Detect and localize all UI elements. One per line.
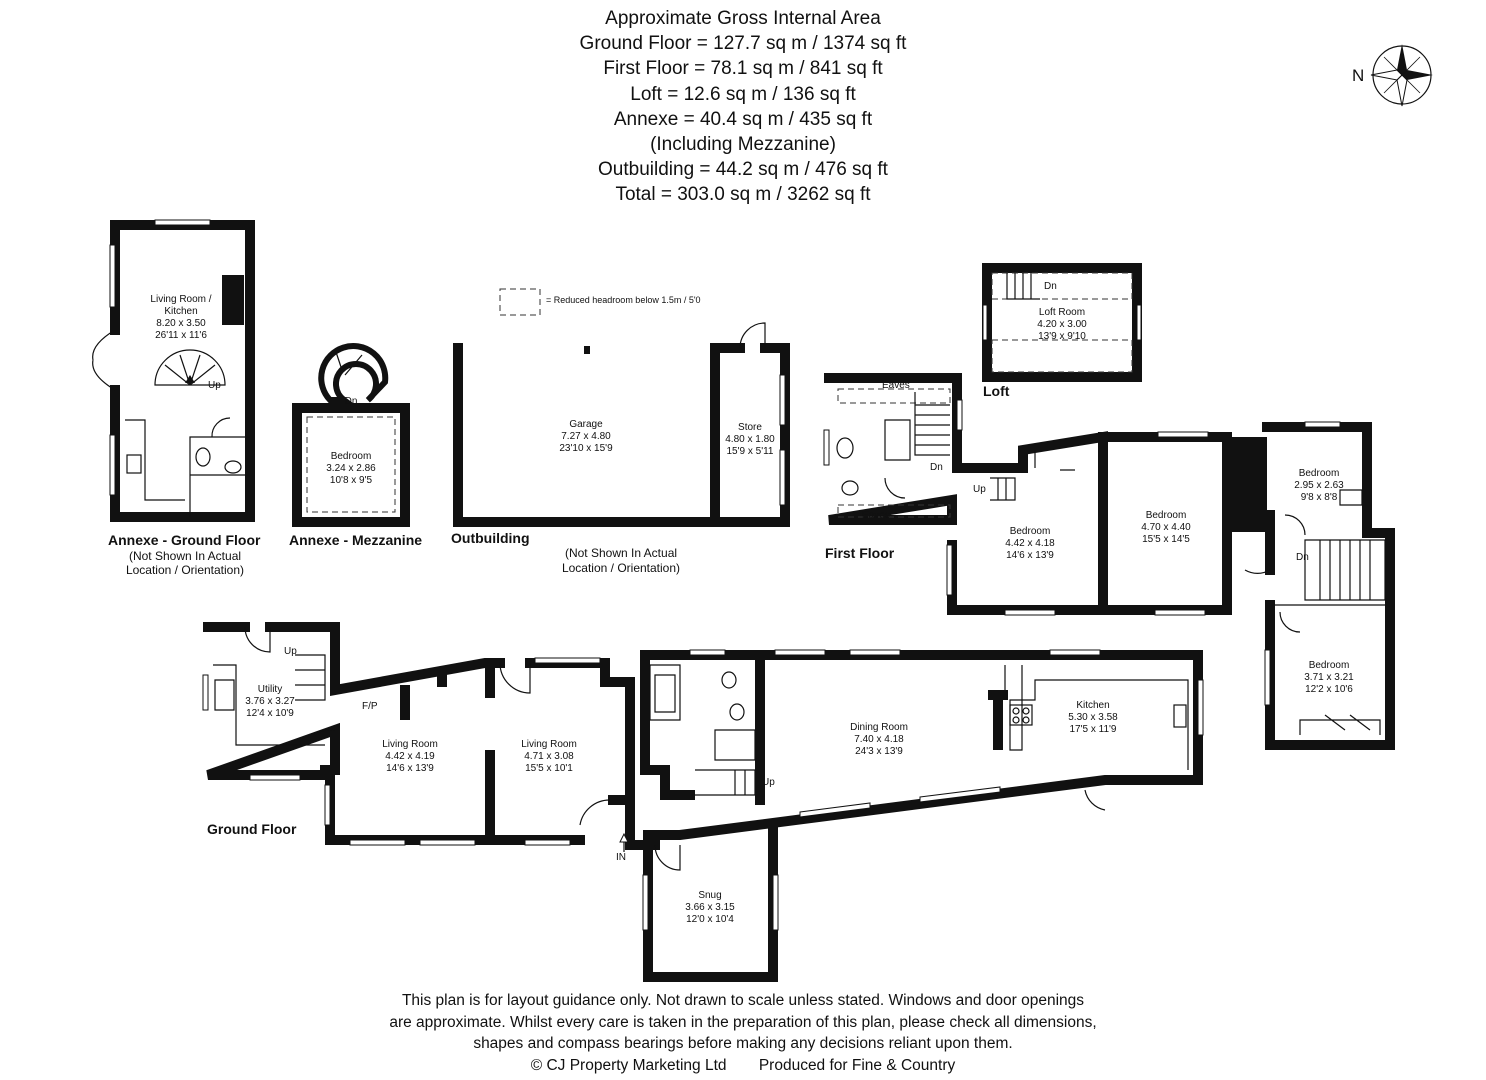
room-dimension-imperial: 12'0 x 10'4 [686,914,734,925]
room-label: Bedroom [1299,468,1340,479]
annexe-ground-floor: Living Room / Kitchen 8.20 x 3.50 26'11 … [92,219,261,577]
room-label: Garage [569,419,603,430]
room-dimension-metric: 4.80 x 1.80 [725,434,775,445]
area-loft: Loft = 12.6 sq m / 136 sq ft [630,83,856,105]
area-outbuilding: Outbuilding = 44.2 sq m / 476 sq ft [598,159,888,181]
room-label: Utility [258,684,282,695]
outbuilding-note: (Not Shown In Actual [565,546,677,560]
room-label: Living Room [382,739,438,750]
first-floor: Eaves Eaves Dn Up Bedroom 4.42 x 4.18 14… [823,373,1395,750]
room-label: Dining Room [850,722,908,733]
room-dimension-metric: 5.30 x 3.58 [1068,712,1118,723]
room-label: Bedroom [1309,660,1350,671]
stair-down-label: Dn [1044,281,1057,292]
annexe-mezzanine-title: Annexe - Mezzanine [289,532,422,548]
stair-down-label: Dn [345,396,358,407]
room-dimension-imperial: 12'4 x 10'9 [246,708,294,719]
stair-up-label: Up [284,646,297,657]
ground-floor-title: Ground Floor [207,821,297,837]
compass: N [1352,44,1433,107]
area-annexe-note: (Including Mezzanine) [650,134,836,156]
eaves-label: Eaves [882,380,910,391]
room-dimension-imperial: 15'9 x 5'11 [726,446,773,457]
room-dimension-imperial: 17'5 x 11'9 [1069,724,1116,735]
room-dimension-imperial: 26'11 x 11'6 [155,330,207,341]
room-label: Store [738,422,762,433]
room-dimension-metric: 4.42 x 4.19 [385,751,435,762]
room-dimension-metric: 3.76 x 3.27 [245,696,295,707]
stair-up-label: Up [208,380,221,391]
copyright-text: © CJ Property Marketing Ltd [530,1056,727,1074]
area-first-floor: First Floor = 78.1 sq m / 841 sq ft [603,58,883,80]
eaves-label: Eaves [862,510,890,521]
stair-down-label: Dn [1296,552,1309,563]
produced-for-text: Produced for Fine & Country [758,1056,956,1074]
room-dimension-metric: 3.71 x 3.21 [1304,672,1354,683]
annexe-ground-note: (Not Shown In Actual [129,549,241,563]
room-label: Kitchen [164,306,197,317]
room-dimension-imperial: 24'3 x 13'9 [855,746,903,757]
room-label: Bedroom [1146,510,1187,521]
room-dimension-imperial: 15'5 x 10'1 [525,763,573,774]
room-dimension-metric: 8.20 x 3.50 [156,318,206,329]
entrance-arrow-icon [619,832,629,852]
disclaimer-line: shapes and compass bearings before makin… [473,1035,1013,1052]
room-dimension-imperial: 23'10 x 15'9 [559,443,613,454]
stair-up-label: Up [973,484,986,495]
room-dimension-metric: 2.95 x 2.63 [1294,480,1344,491]
reduced-headroom-swatch [499,288,541,316]
room-dimension-imperial: 12'2 x 10'6 [1305,684,1353,695]
room-dimension-imperial: 14'6 x 13'9 [386,763,434,774]
outbuilding-note: Location / Orientation) [562,561,680,575]
disclaimer-line: This plan is for layout guidance only. N… [401,992,1085,1009]
credits-line: © CJ Property Marketing Ltd Produced for… [300,1055,1186,1077]
legend-text: = Reduced headroom below 1.5m / 5'0 [546,295,701,305]
room-dimension-imperial: 15'5 x 14'5 [1142,534,1190,545]
room-dimension-imperial: 14'6 x 13'9 [1006,550,1054,561]
compass-north-label: N [1352,66,1364,85]
room-dimension-imperial: 13'9 x 9'10 [1038,331,1086,342]
disclaimer: This plan is for layout guidance only. N… [300,990,1186,1076]
area-ground-floor: Ground Floor = 127.7 sq m / 1374 sq ft [579,33,907,55]
outbuilding: Garage 7.27 x 4.80 23'10 x 15'9 Store 4.… [451,322,790,575]
compass-rose-icon [1370,44,1433,107]
room-dimension-metric: 7.27 x 4.80 [561,431,611,442]
annexe-mezzanine: Dn Bedroom 3.24 x 2.86 10'8 x 9'5 Annexe… [289,343,422,548]
annexe-ground-title: Annexe - Ground Floor [108,532,261,548]
room-dimension-metric: 4.42 x 4.18 [1005,538,1055,549]
room-dimension-metric: 4.70 x 4.40 [1141,522,1191,533]
annexe-ground-note: Location / Orientation) [126,563,244,577]
area-annexe: Annexe = 40.4 sq m / 435 sq ft [613,108,873,130]
room-label: Kitchen [1076,700,1109,711]
ground-floor: Up Utility 3.76 x 3.27 12'4 x 10'9 F/P L… [202,622,1204,982]
room-label: Living Room / [150,294,211,305]
room-dimension-imperial: 9'8 x 8'8 [1301,492,1338,503]
disclaimer-line: are approximate. Whilst every care is ta… [389,1013,1097,1031]
fireplace-label: F/P [362,701,378,712]
area-title: Approximate Gross Internal Area [605,8,881,29]
room-label: Living Room [521,739,577,750]
entrance-label: IN [616,852,626,863]
room-dimension-metric: 7.40 x 4.18 [854,734,904,745]
room-label: Bedroom [1010,526,1051,537]
room-label: Loft Room [1039,307,1085,318]
stair-down-label: Dn [930,462,943,473]
area-total: Total = 303.0 sq m / 3262 sq ft [615,184,871,206]
room-dimension-metric: 3.24 x 2.86 [326,463,376,474]
stair-up-label: Up [762,777,775,788]
outbuilding-title: Outbuilding [451,530,530,546]
legend: = Reduced headroom below 1.5m / 5'0 [499,288,701,316]
room-label: Bedroom [331,451,372,462]
room-dimension-metric: 4.71 x 3.08 [524,751,574,762]
room-label: Snug [698,890,721,901]
area-summary: Approximate Gross Internal Area Ground F… [443,6,1043,208]
room-dimension-metric: 3.66 x 3.15 [685,902,735,913]
loft: Dn Loft Room 4.20 x 3.00 13'9 x 9'10 Lof… [982,263,1142,399]
first-floor-title: First Floor [825,545,895,561]
loft-title: Loft [983,383,1010,399]
room-dimension-metric: 4.20 x 3.00 [1037,319,1087,330]
room-dimension-imperial: 10'8 x 9'5 [330,475,373,486]
